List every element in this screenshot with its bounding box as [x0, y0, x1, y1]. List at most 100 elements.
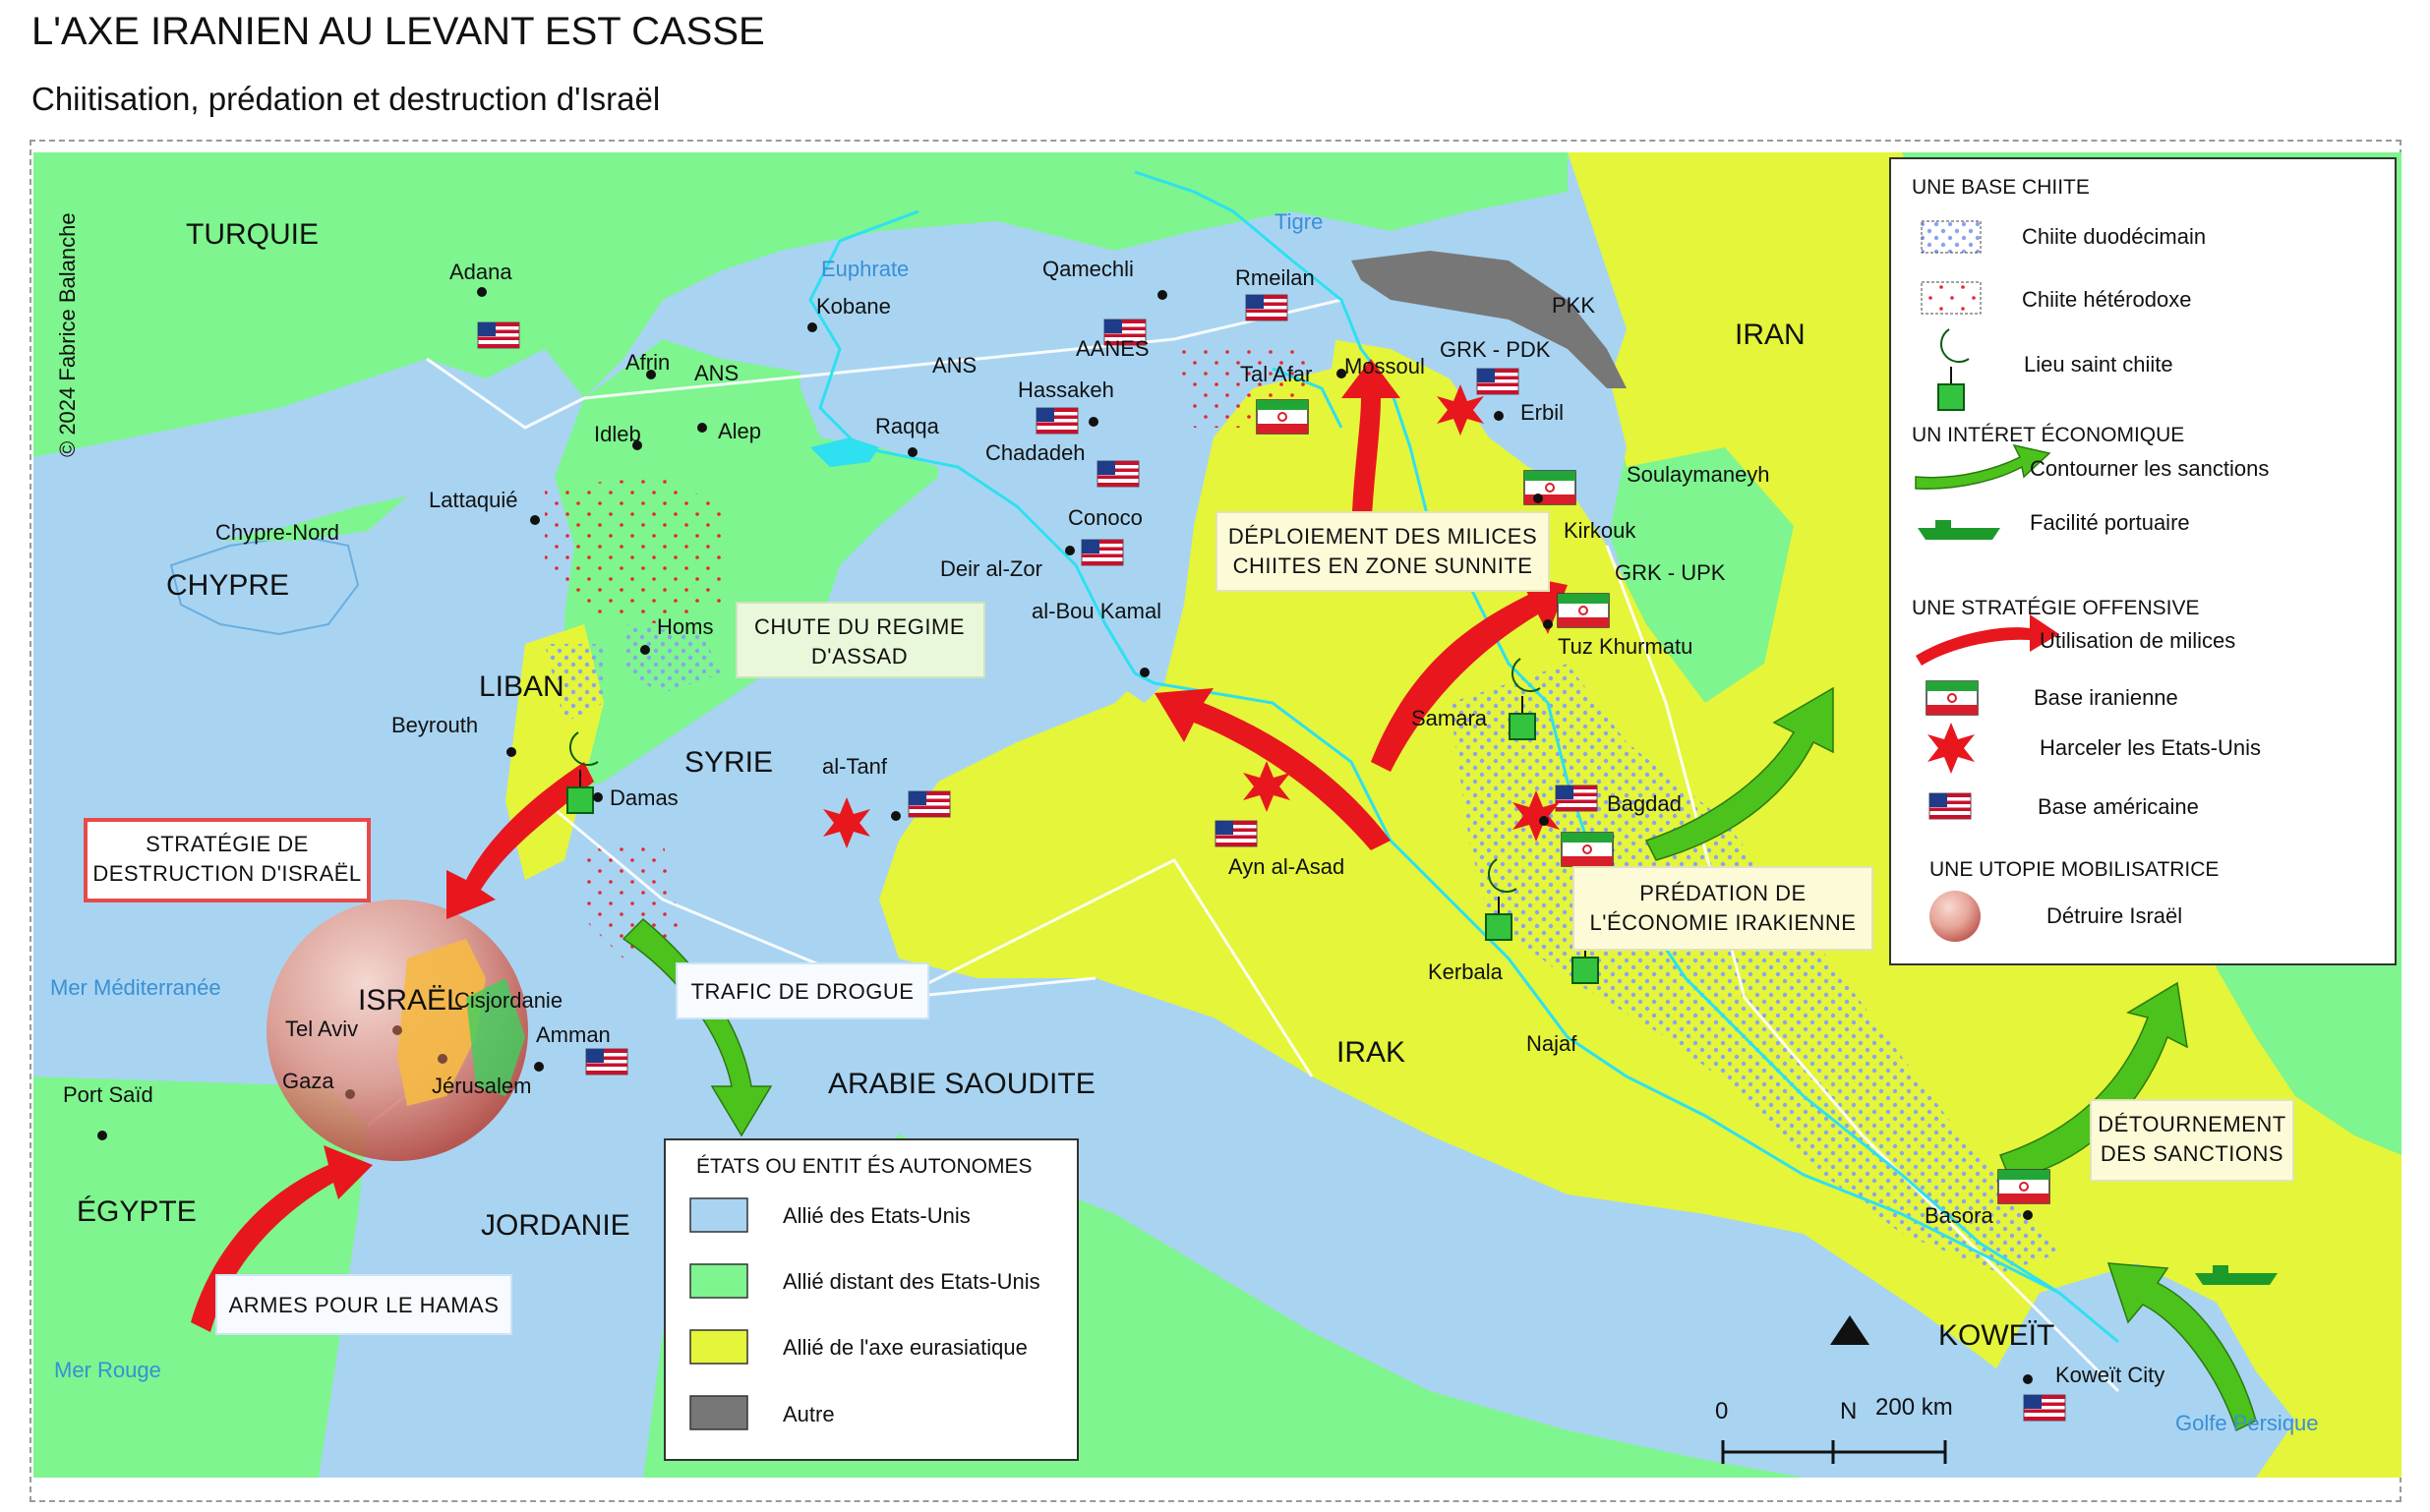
svg-text:Autre: Autre [783, 1402, 835, 1426]
label-mediterranee: Mer Méditerranée [50, 975, 221, 1000]
krg-region [1341, 290, 1627, 546]
label-port-said: Port Saïd [63, 1082, 153, 1107]
label-amman: Amman [536, 1022, 611, 1047]
label-afrin: Afrin [625, 350, 670, 375]
label-homs: Homs [657, 614, 713, 639]
scale-bar: 0 N 200 km [1715, 1315, 1953, 1464]
turkey-region [33, 152, 1568, 457]
label-euphrate: Euphrate [821, 257, 909, 281]
label-tuz: Tuz Khurmatu [1558, 634, 1692, 659]
map-canvas: TURQUIE Chypre-Nord CHYPRE LIBAN SYRIE I… [33, 152, 2401, 1478]
label-mossoul: Mossoul [1344, 354, 1425, 378]
svg-text:UNE BASE CHIITE: UNE BASE CHIITE [1912, 176, 2090, 199]
label-kobane: Kobane [816, 294, 891, 319]
label-turquie: TURQUIE [186, 218, 319, 251]
shia-duodecimain-iraq [1450, 664, 2059, 1273]
label-tal-afar: Tal Afar [1240, 362, 1312, 386]
svg-text:Chiite hétérodoxe: Chiite hétérodoxe [2022, 287, 2191, 312]
svg-text:UNE UTOPIE MOBILISATRICE: UNE UTOPIE MOBILISATRICE [1929, 858, 2219, 881]
label-iran: IRAN [1735, 319, 1806, 351]
svg-text:DESTRUCTION D'ISRAËL: DESTRUCTION D'ISRAËL [92, 861, 361, 886]
kurdistan-green [1627, 447, 1794, 703]
label-tel-aviv: Tel Aviv [285, 1017, 358, 1041]
svg-text:Chiite duodécimain: Chiite duodécimain [2022, 224, 2206, 249]
label-irak: IRAK [1336, 1036, 1405, 1069]
svg-text:STRATÉGIE DE: STRATÉGIE DE [146, 832, 309, 856]
label-erbil: Erbil [1520, 400, 1564, 425]
legend-states: ÉTATS OU ENTIT ÉS AUTONOMES Allié des Et… [664, 1138, 1079, 1461]
label-aanes: AANES [1076, 336, 1150, 361]
label-egypte: ÉGYPTE [77, 1195, 197, 1228]
label-pkk: PKK [1552, 293, 1595, 318]
label-ans-2: ANS [932, 353, 977, 378]
pkk-region [1351, 251, 1627, 388]
label-grk-upk: GRK - UPK [1615, 560, 1726, 585]
label-gaza: Gaza [282, 1069, 334, 1093]
svg-text:Lieu saint chiite: Lieu saint chiite [2024, 352, 2173, 377]
svg-text:Harceler les Etats-Unis: Harceler les Etats-Unis [2040, 735, 2261, 760]
box-drogue: TRAFIC DE DROGUE [676, 962, 929, 1019]
label-liban: LIBAN [479, 670, 564, 703]
label-najaf: Najaf [1526, 1031, 1577, 1056]
rivers [808, 170, 2119, 1344]
label-chypre-nord: Chypre-Nord [215, 520, 339, 545]
copyright: © 2024 Fabrice Balanche [55, 212, 80, 457]
svg-text:DES SANCTIONS: DES SANCTIONS [2101, 1141, 2283, 1166]
label-idleb: Idleb [594, 422, 641, 446]
label-damas: Damas [610, 785, 679, 810]
label-alep: Alep [718, 419, 761, 443]
svg-text:Facilité portuaire: Facilité portuaire [2030, 510, 2190, 535]
shia-heterodox-south [584, 841, 682, 959]
label-tigre: Tigre [1274, 209, 1323, 234]
lake-assad [810, 437, 879, 467]
label-ayn-asad: Ayn al-Asad [1228, 854, 1344, 879]
label-ans-1: ANS [694, 361, 739, 385]
label-kerbala: Kerbala [1428, 960, 1504, 984]
svg-text:Base américaine: Base américaine [2038, 794, 2199, 819]
label-jerusalem: Jérusalem [432, 1074, 531, 1098]
box-milices: DÉPLOIEMENT DES MILICES CHIITES EN ZONE … [1215, 511, 1550, 592]
label-israel: ISRAËL [358, 984, 463, 1017]
svg-text:L'ÉCONOMIE IRAKIENNE: L'ÉCONOMIE IRAKIENNE [1590, 910, 1857, 935]
label-lattaquie: Lattaquié [429, 488, 518, 512]
city-dots [97, 287, 2033, 1384]
svg-text:Allié de l'axe eurasiatique: Allié de l'axe eurasiatique [783, 1335, 1028, 1360]
label-cisjordanie: Cisjordanie [454, 988, 563, 1013]
svg-text:Allié des Etats-Unis: Allié des Etats-Unis [783, 1203, 971, 1228]
map-subtitle: Chiitisation, prédation et destruction d… [31, 81, 661, 117]
box-predation: PRÉDATION DE L'ÉCONOMIE IRAKIENNE [1572, 866, 1873, 951]
jordan-region [407, 880, 899, 1478]
shia-duodecimain-liban [545, 644, 604, 723]
label-koweit: KOWEÏT [1938, 1319, 2054, 1352]
svg-text:DÉTOURNEMENT: DÉTOURNEMENT [2098, 1112, 2285, 1136]
egypt-region [33, 1076, 368, 1478]
svg-text:PRÉDATION DE: PRÉDATION DE [1639, 881, 1806, 905]
israel-city-dots [345, 1025, 447, 1099]
svg-text:200 km: 200 km [1875, 1394, 1953, 1421]
label-syrie: SYRIE [684, 746, 773, 779]
svg-text:Base iranienne: Base iranienne [2034, 685, 2178, 710]
label-raqqa: Raqqa [875, 414, 940, 438]
map-title: L'AXE IRANIEN AU LEVANT EST CASSE [31, 10, 765, 53]
label-rmeilan: Rmeilan [1235, 265, 1315, 290]
label-jordanie: JORDANIE [481, 1209, 630, 1242]
legend-main: UNE BASE CHIITE Chiite duodécimain Chiit… [1889, 157, 2397, 965]
svg-text:CHUTE DU REGIME: CHUTE DU REGIME [754, 614, 965, 639]
shia-duodecimain-homs [623, 624, 722, 693]
label-chypre: CHYPRE [166, 569, 289, 602]
tanker-icon [2195, 1265, 2278, 1285]
label-tanf: al-Tanf [822, 754, 888, 779]
svg-text:UNE STRATÉGIE OFFENSIVE: UNE STRATÉGIE OFFENSIVE [1912, 597, 2199, 619]
label-grk-pdk: GRK - PDK [1440, 337, 1551, 362]
svg-text:CHIITES EN ZONE SUNNITE: CHIITES EN ZONE SUNNITE [1233, 553, 1533, 578]
svg-text:TRAFIC DE DROGUE: TRAFIC DE DROGUE [691, 979, 915, 1004]
svg-text:Contourner les sanctions: Contourner les sanctions [2030, 456, 2269, 481]
svg-text:0: 0 [1715, 1398, 1728, 1425]
shia-heterodox-syria [545, 477, 722, 624]
box-chute-assad: CHUTE DU REGIME D'ASSAD [736, 602, 985, 678]
svg-text:ÉTATS OU ENTIT ÉS AUTONOMES: ÉTATS OU ENTIT ÉS AUTONOMES [696, 1155, 1033, 1178]
svg-text:DÉPLOIEMENT DES MILICES: DÉPLOIEMENT DES MILICES [1228, 524, 1537, 549]
label-arabie: ARABIE SAOUDITE [828, 1068, 1096, 1100]
label-hassakeh: Hassakeh [1018, 378, 1114, 402]
label-qamechli: Qamechli [1042, 257, 1134, 281]
